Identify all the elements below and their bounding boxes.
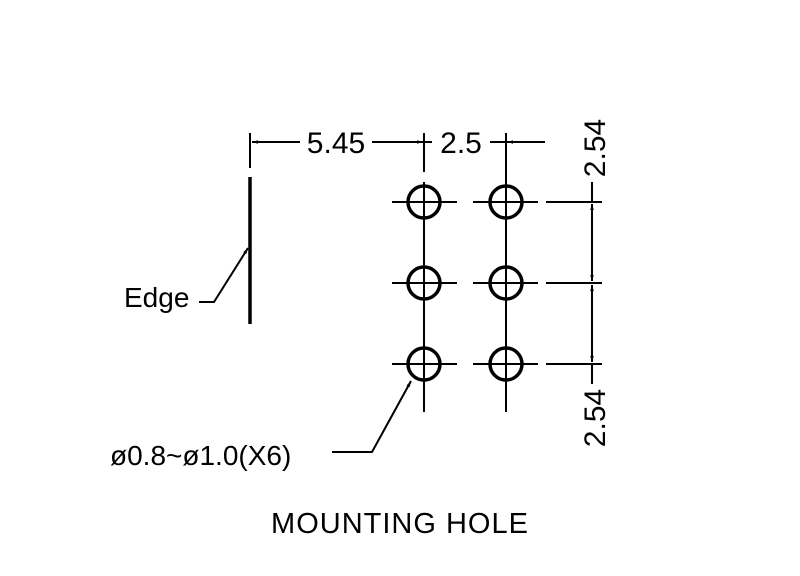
- dimension-2-54-vertical: 2.54 2.54: [579, 119, 612, 447]
- dimension-5-45: 5.45: [252, 127, 423, 160]
- hole: [473, 346, 538, 382]
- edge-callout: Edge: [124, 247, 249, 313]
- hole: [473, 265, 538, 301]
- drawing-title: MOUNTING HOLE: [271, 508, 529, 540]
- hole: [392, 184, 457, 220]
- hole-grid: [392, 180, 538, 412]
- hole-size-label: ø0.8~ø1.0(X6): [110, 440, 291, 471]
- dim-label-5-45: 5.45: [307, 127, 365, 160]
- hole: [473, 184, 538, 220]
- edge-label: Edge: [124, 282, 189, 313]
- dim-label-2-5: 2.5: [440, 127, 482, 160]
- dim-label-2-54-top: 2.54: [579, 119, 612, 177]
- dim-label-2-54-bottom: 2.54: [579, 389, 612, 447]
- row-extension-lines: [546, 201, 602, 365]
- hole-callout: ø0.8~ø1.0(X6): [110, 380, 412, 471]
- hole: [392, 346, 457, 382]
- dimension-2-5: 2.5: [424, 127, 545, 160]
- hole: [392, 265, 457, 301]
